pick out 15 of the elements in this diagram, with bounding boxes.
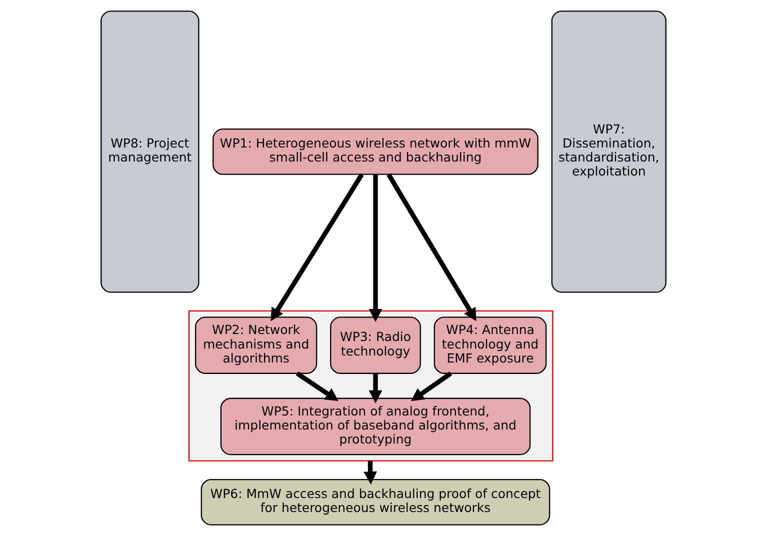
node-box: WP4: Antenna technology and EMF exposure [433,316,546,374]
arrow [368,373,382,404]
node-box: WP8: Project management [100,10,199,293]
node-box: WP7: Dissemination, standardisation, exploitation [550,10,666,293]
arrow [270,173,364,322]
arrow [368,174,382,322]
arrow [410,372,452,402]
arrow [295,372,338,402]
node-box: WP5: Integration of analog frontend, implementation of baseband algorithms, and prototyping [220,398,530,456]
node-box: WP2: Network mechanisms and algorithms [194,316,317,374]
node-box: WP6: MmW access and backhauling proof of concept for heterogeneous wireless networks [200,478,550,526]
arrow [386,173,476,322]
node-box: WP1: Heterogeneous wireless network with mmW small-cell access and backhauling [212,128,538,175]
arrow [363,460,377,484]
node-box: WP3: Radio technology [330,316,420,374]
